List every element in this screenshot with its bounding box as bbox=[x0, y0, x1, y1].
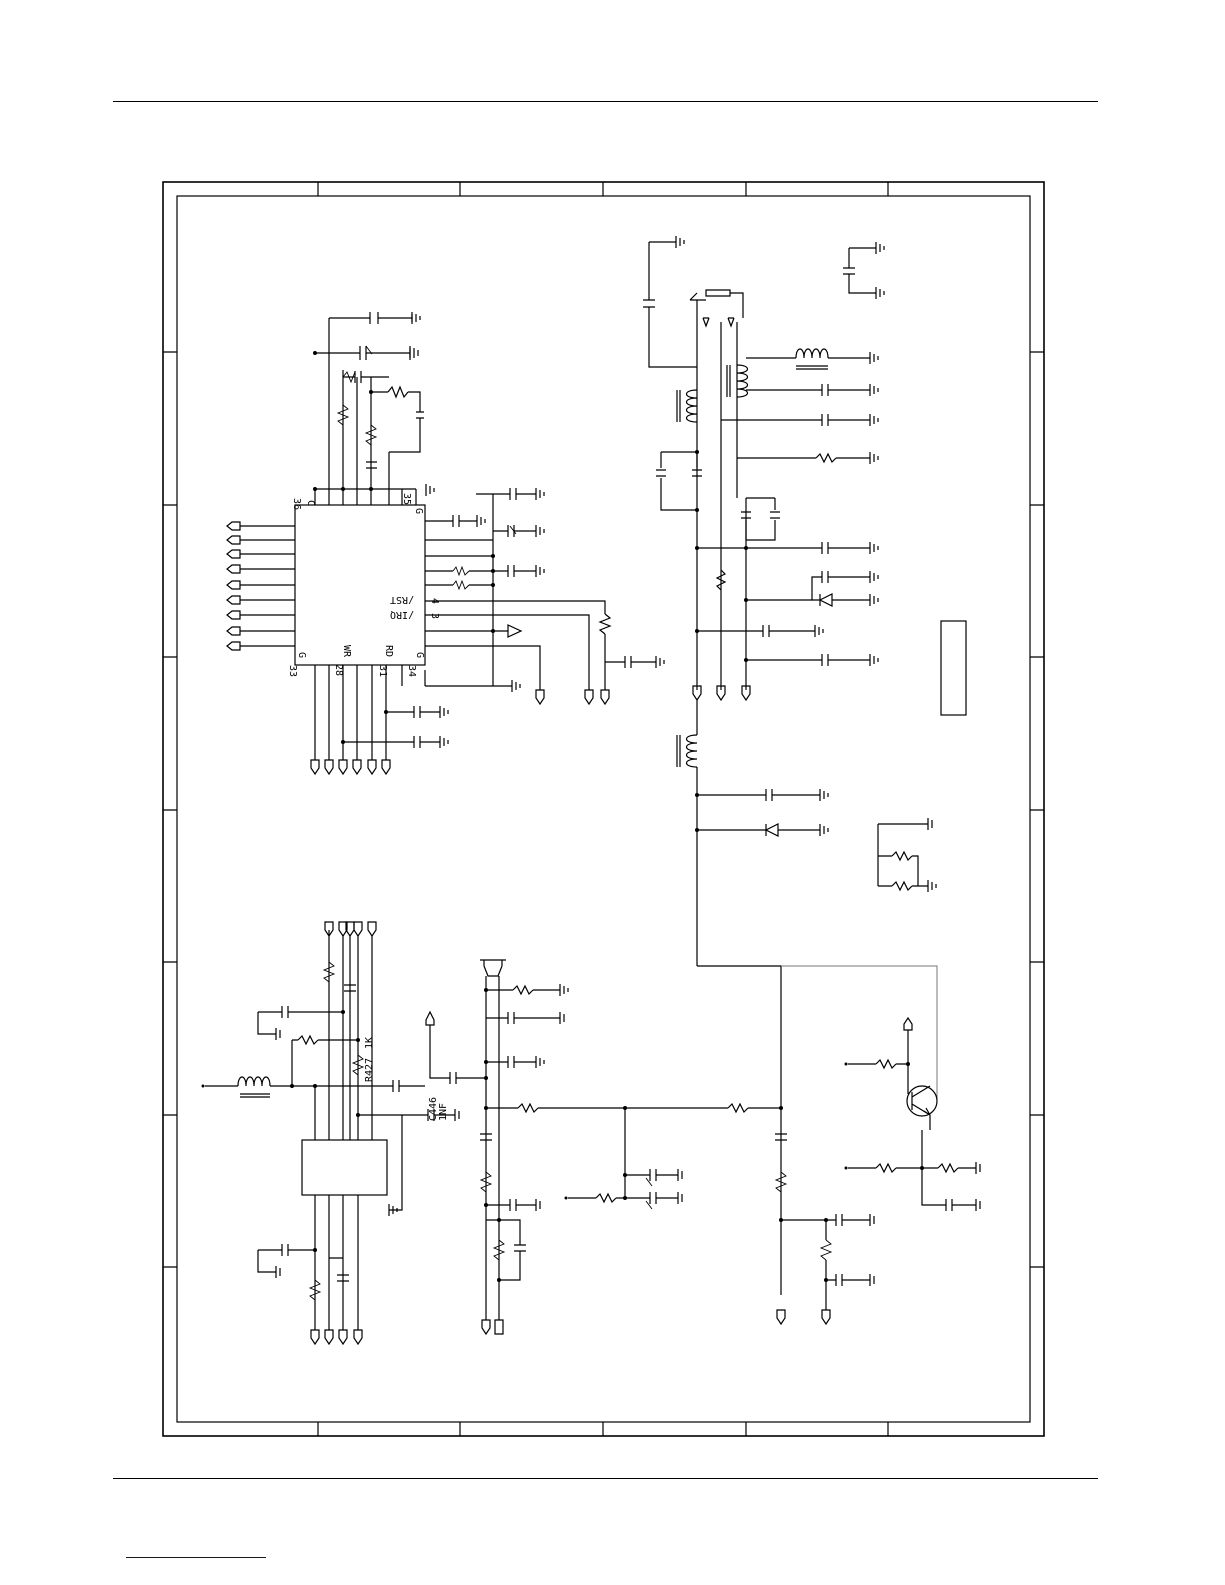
ic1-pin-28: 28 bbox=[333, 664, 344, 676]
ic2-package bbox=[202, 922, 460, 1344]
signal-rst: /RST bbox=[390, 594, 414, 605]
drawing-frame bbox=[163, 182, 1044, 1436]
ic2-labels: R427 1K C446 1NF bbox=[364, 1037, 449, 1121]
signal-irq: /IRQ bbox=[390, 609, 414, 620]
transistor-stage bbox=[775, 1018, 980, 1324]
ic1-pin-G-bl: G bbox=[296, 652, 307, 658]
r427-ref: R427 bbox=[364, 1058, 375, 1082]
ic1-pin-C: C bbox=[305, 500, 316, 506]
ic1-pin-36: 36 bbox=[291, 498, 302, 510]
signal-rd: RD bbox=[383, 645, 394, 657]
ic1-pin-G-br: G bbox=[414, 652, 425, 658]
rf-feed-chain bbox=[677, 700, 937, 1295]
c446-value: 1NF bbox=[438, 1103, 449, 1121]
ic1-pin-3: 3 bbox=[429, 613, 440, 619]
ic1-pin-4: 4 bbox=[429, 598, 440, 604]
ic1-labels: 36 C 35 G 33 G 28 WR 31 RD 34 G /RST 4 /… bbox=[287, 493, 440, 677]
ic1-pin-31: 31 bbox=[377, 665, 388, 677]
ic1-pin-G-tr: G bbox=[413, 508, 424, 514]
power-block bbox=[643, 236, 966, 715]
ic1-pin-33: 33 bbox=[287, 665, 298, 677]
ic1-pin-35: 35 bbox=[401, 493, 412, 505]
ic1-package bbox=[227, 312, 664, 774]
r427-value: 1K bbox=[364, 1037, 375, 1049]
filter-block bbox=[426, 960, 783, 1334]
ic1-pin-34: 34 bbox=[406, 665, 417, 677]
signal-wr: WR bbox=[341, 645, 352, 658]
